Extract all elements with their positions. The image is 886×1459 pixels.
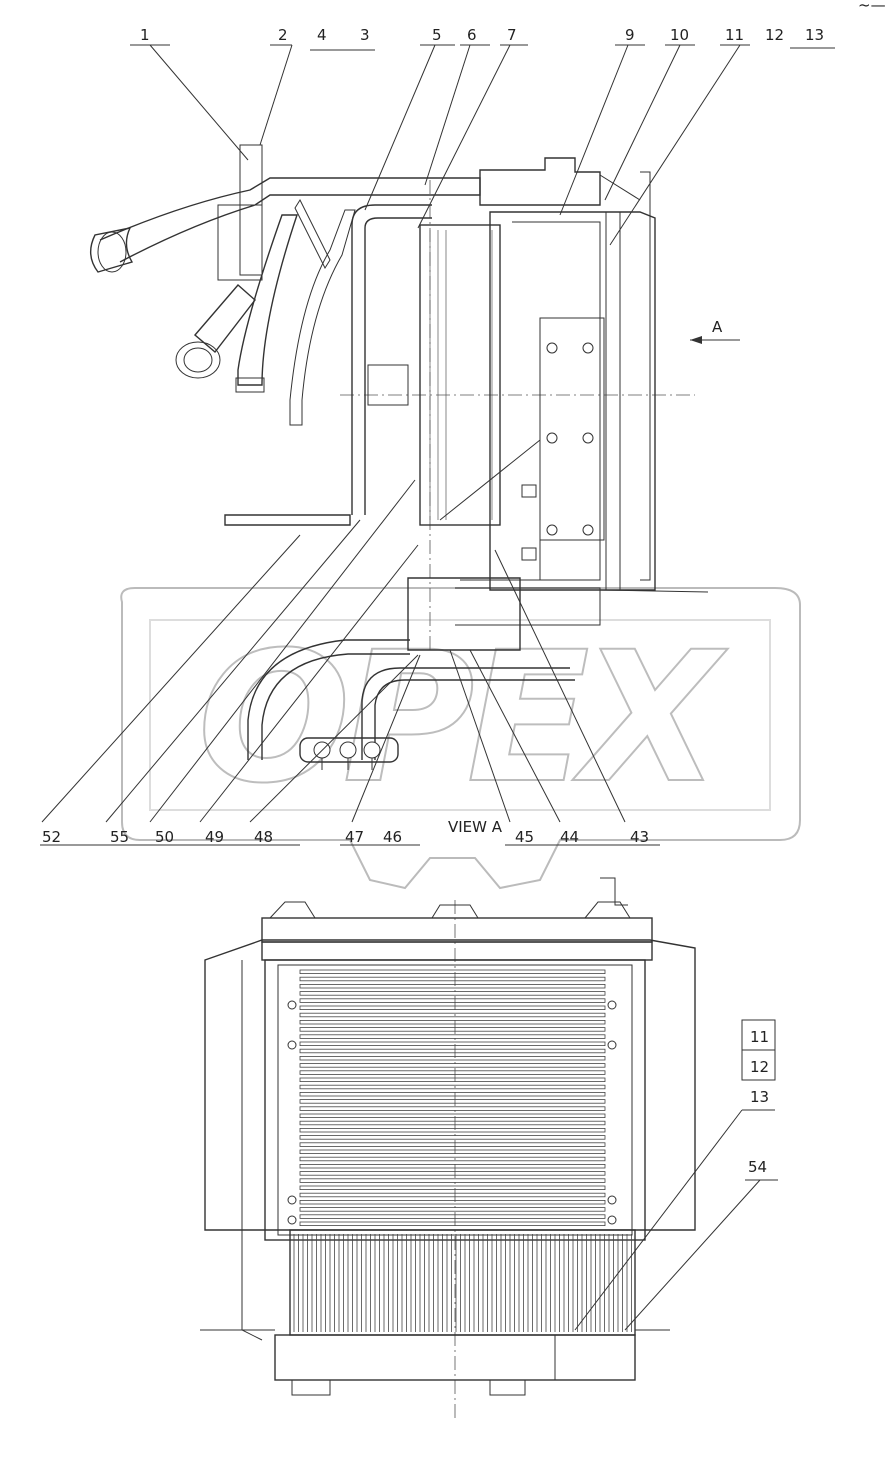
callout-48: 48 xyxy=(254,828,273,846)
core-fin xyxy=(299,1221,606,1226)
core-fin xyxy=(299,1113,606,1118)
core-fin xyxy=(299,1207,606,1212)
watermark-text: OPEX xyxy=(198,614,729,823)
callout-3: 3 xyxy=(360,26,370,44)
core-fin xyxy=(299,1041,606,1046)
side-view xyxy=(90,144,740,770)
view-a-callout-54: 54 xyxy=(748,1158,767,1176)
core-fin xyxy=(299,1063,606,1068)
view-a-leaders xyxy=(574,1019,778,1331)
core-fin xyxy=(299,1020,606,1025)
core-fin xyxy=(299,998,606,1003)
callout-1: 1 xyxy=(140,26,150,44)
watermark-logo: OPEX xyxy=(120,587,801,890)
core-fin xyxy=(299,1178,606,1183)
core-fin xyxy=(299,1156,606,1162)
callout-50: 50 xyxy=(155,828,174,846)
core-fin xyxy=(299,1034,606,1039)
core-fin xyxy=(299,1171,606,1176)
core-fin xyxy=(299,1185,606,1190)
core-fin xyxy=(299,1106,606,1111)
view-a-callout-12: 12 xyxy=(750,1058,769,1076)
core-fin xyxy=(299,1214,606,1219)
callout-49: 49 xyxy=(205,828,224,846)
callout-12: 12 xyxy=(765,26,784,44)
callout-55: 55 xyxy=(110,828,129,846)
core-fin xyxy=(299,1005,606,1010)
core-fin xyxy=(299,1120,606,1126)
core-fin xyxy=(299,1099,606,1104)
callout-11: 11 xyxy=(725,26,744,44)
view-a-label: VIEW A xyxy=(448,818,503,836)
callout-44: 44 xyxy=(560,828,579,846)
callout-52: 52 xyxy=(42,828,61,846)
callout-2: 2 xyxy=(278,26,288,44)
callout-4: 4 xyxy=(317,26,327,44)
core-fin xyxy=(299,1135,606,1140)
core-fin xyxy=(299,1149,606,1154)
radiator-lower-fins xyxy=(293,1234,632,1332)
core-fin xyxy=(299,969,606,974)
callout-13: 13 xyxy=(805,26,824,44)
core-fin xyxy=(299,1200,606,1205)
arrow-label-a: A xyxy=(712,318,723,336)
view-a-callout-11: 11 xyxy=(750,1028,769,1046)
core-fin xyxy=(299,976,606,982)
core-fin xyxy=(299,1077,606,1082)
core-fin xyxy=(299,1048,606,1054)
callout-6: 6 xyxy=(467,26,477,44)
core-fin xyxy=(299,984,606,989)
view-a-callout-13: 13 xyxy=(750,1088,769,1106)
core-fin xyxy=(299,1084,606,1090)
core-fin xyxy=(299,1056,606,1061)
top-leader-lines xyxy=(130,44,835,246)
callout-10: 10 xyxy=(670,26,689,44)
corner-mark: ~— xyxy=(858,0,886,14)
callout-5: 5 xyxy=(432,26,442,44)
core-fin xyxy=(299,1142,606,1147)
callout-46: 46 xyxy=(383,828,402,846)
callout-45: 45 xyxy=(515,828,534,846)
callout-43: 43 xyxy=(630,828,649,846)
core-fin xyxy=(299,1164,606,1169)
callout-9: 9 xyxy=(625,26,635,44)
radiator-core-fins xyxy=(299,969,606,1226)
core-fin xyxy=(299,1012,606,1018)
core-fin xyxy=(299,1092,606,1097)
core-fin xyxy=(299,1027,606,1032)
core-fin xyxy=(299,1070,606,1075)
callout-7: 7 xyxy=(507,26,517,44)
core-fin xyxy=(299,1128,606,1133)
callout-47: 47 xyxy=(345,828,364,846)
core-fin xyxy=(299,1192,606,1198)
bottom-leader-lines xyxy=(40,479,660,846)
core-fin xyxy=(299,991,606,996)
front-view-a xyxy=(200,877,696,1420)
